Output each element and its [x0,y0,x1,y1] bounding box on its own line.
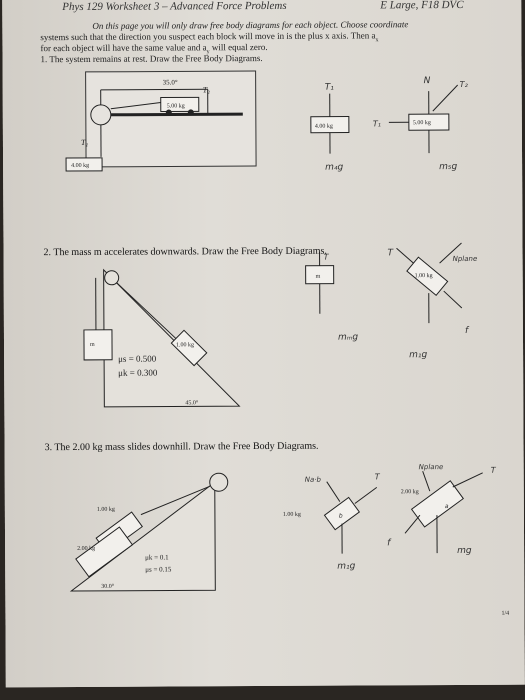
p1-angle: 35.0° [163,78,178,86]
p2-muk: μk = 0.300 [118,368,158,378]
p3-angle: 30.0° [101,583,115,590]
fbd-3-nplane [422,471,431,492]
problem-2-diagram [83,242,463,408]
rope-3 [140,485,210,516]
fbd-1kg-t [396,247,414,264]
block-2kg [75,526,134,578]
hand-mass5: 5.00 kg [413,120,431,126]
fbd-3-t2 [452,472,483,488]
p3-muk: μk = 0.1 [145,553,169,561]
hand-p3-t: T [375,472,381,481]
p3-mus: μs = 0.15 [145,565,172,573]
fbd-1kg-box [406,256,449,297]
hand-n: N [424,76,431,86]
problem-1-diagram [65,70,459,172]
p2-mus: μs = 0.500 [118,354,157,364]
hand-p2-m1g: m₁g [409,350,427,360]
ceiling-line [100,88,208,91]
p1-cart-mass: 5.00 kg [167,103,185,109]
hand-p3-a: a [445,503,449,510]
diagram-frame [85,70,257,168]
hanging-mass-box [65,157,103,172]
hand-p2-t: T [324,253,330,262]
incline-block [170,329,208,367]
hand-p3-t2: T [491,466,497,475]
p3-mass1: 1.00 kg [97,507,115,513]
incline-3 [69,481,216,592]
page-number: 1/4 [501,611,509,617]
hand-m4g: m₄g [325,163,343,173]
hand-p3-b: b [339,513,343,520]
hand-p3-f: f [387,538,392,548]
fbd-5kg-t2 [432,84,459,112]
cart-wheel [165,109,172,116]
fbd-3-t [354,487,378,504]
p2-mass: 1.00 kg [176,342,194,348]
knot-ring [90,104,112,126]
pulley-3 [209,472,229,492]
hand-p2-nplane: Nplane [453,255,478,263]
hand-p3-mass1: 1.00 kg [283,512,301,518]
hand-p2-f: f [465,326,470,336]
p1-t1: T₁ [81,138,88,147]
hand-p3-m1g: m₁g [337,562,355,572]
hand-p2-mmg: mₘg [338,333,358,343]
rope-incline [116,282,180,342]
hand-p2-t2: T [388,248,395,258]
fbd-1kg-f [443,290,463,309]
fbd-3-n [326,481,341,502]
hand-p3-nplane: Nplane [419,463,444,471]
hand-mass4: 4.00 kg [315,124,333,130]
worksheet-page: Phys 129 Worksheet 3 – Advanced Force Pr… [2,0,525,688]
p3-mass2: 2.00 kg [77,546,95,552]
hand-t2: T₂ [460,80,469,89]
hand-p2-m: m [316,274,321,280]
p1-hang-mass: 4.00 kg [71,163,89,169]
hand-t1b: T₁ [373,119,381,128]
table-surface [110,112,243,117]
diagrams: 35.0° T₂ T₁ 5.00 kg 4.00 kg T₁ 4.00 kg m… [65,70,509,617]
p2-m: m [90,342,95,348]
problem-3-diagram [69,471,483,592]
fbd-3-2kg-box [410,480,465,528]
fbd-3-1kg-box [323,496,361,531]
pulley [104,270,120,286]
fbd-1kg-n [439,242,462,264]
cart-rope [110,102,161,110]
hand-m5g: m₅g [439,162,457,172]
hand-p3-mg: mg [457,546,472,556]
hand-p3-mass2: 2.00 kg [401,489,419,495]
p1-t2: T₂ [203,85,210,94]
hand-p2-mass: 1.00 kg [415,273,433,279]
cart-box [160,96,200,113]
hand-p3-nab: Na·b [305,476,322,484]
hanging-mass-m [83,329,113,361]
p2-angle: 45.0° [185,399,199,406]
hand-t1: T₁ [325,83,335,93]
fbd-3-f [404,514,421,534]
cart-wheel [187,109,194,116]
